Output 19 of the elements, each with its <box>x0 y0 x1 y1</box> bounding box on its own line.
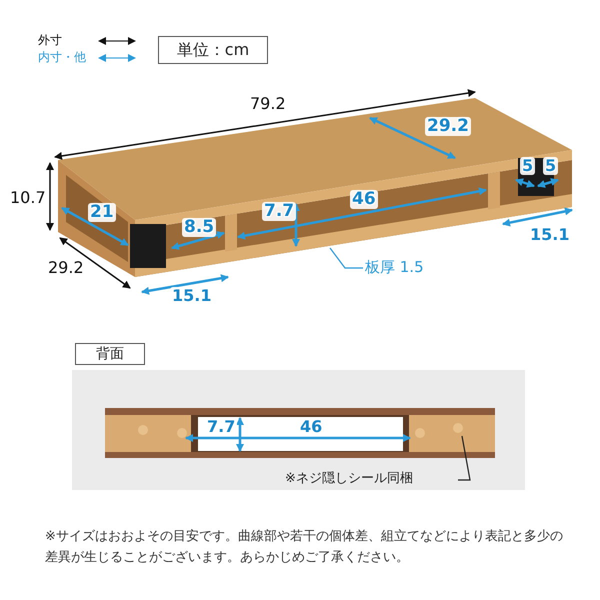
note-text: ※サイズはおおよその目安です。曲線部や若干の個体差、組立てなどにより表記と多少の差異が生じることがございます。あらかじめご了承ください。 <box>45 528 564 567</box>
board-thickness-label: 板厚 1.5 <box>365 258 424 276</box>
view-title-box: 背面 <box>75 343 145 365</box>
dimension-label: 29.2 <box>425 117 471 136</box>
leader-line <box>458 436 471 481</box>
dimension-label: 29.2 <box>48 260 84 276</box>
dimension-label: 8.5 <box>182 218 216 237</box>
leader-line <box>330 248 363 269</box>
legend-label: 外寸 <box>38 34 62 46</box>
dimension-label: 21 <box>88 203 116 222</box>
unit-label-box: 単位：cm <box>158 36 268 64</box>
dimension-label: 10.7 <box>10 190 46 206</box>
dimension-label: 7.7 <box>262 202 296 221</box>
legend-label: 内寸・他 <box>38 51 86 63</box>
dimension-label: 5 <box>543 157 558 175</box>
dimension-label: 5 <box>520 157 536 175</box>
leader-note: ※ネジ隠しシール同梱 <box>285 471 413 487</box>
dimension-label: 46 <box>350 190 378 209</box>
dimension-label: 79.2 <box>250 96 286 112</box>
